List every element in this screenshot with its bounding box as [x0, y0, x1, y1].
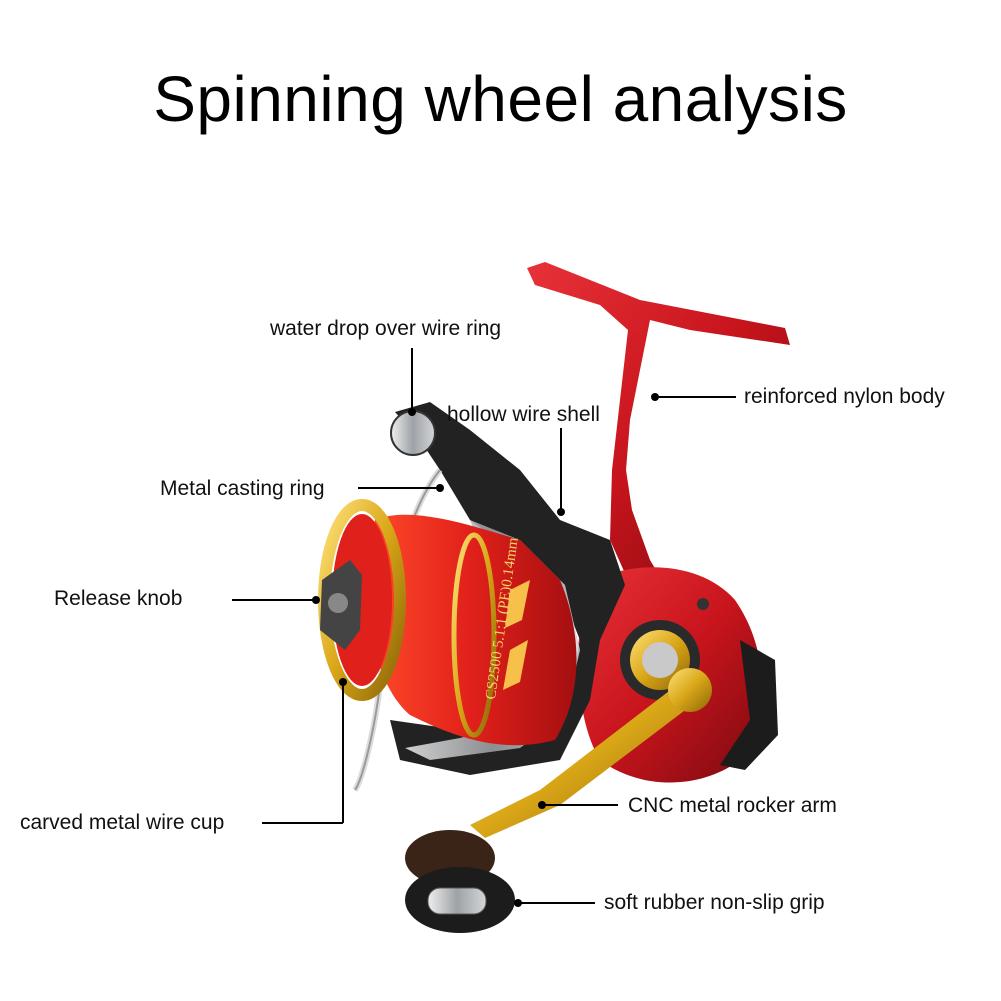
- label-rubber-grip: soft rubber non-slip grip: [604, 891, 825, 914]
- body-rear-dark: [720, 640, 778, 770]
- side-cap-center: [642, 642, 678, 678]
- spool-cutout-1: [505, 580, 530, 628]
- page-title: Spinning wheel analysis: [153, 63, 848, 135]
- body-screw: [697, 598, 709, 610]
- handle-arm: [470, 675, 705, 838]
- handle-joint: [668, 668, 712, 712]
- label-water-drop: water drop over wire ring: [270, 317, 502, 340]
- grip-cap: [427, 887, 487, 915]
- spool-cutout-2: [503, 640, 528, 690]
- line-roller: [390, 410, 436, 456]
- spool: [367, 514, 577, 746]
- label-metal-casting-ring: Metal casting ring: [160, 477, 325, 500]
- label-rocker-arm: CNC metal rocker arm: [628, 794, 837, 817]
- leader-dots: [312, 393, 659, 907]
- spool-lip: [451, 532, 497, 738]
- label-hollow-wire-shell: hollow wire shell: [447, 403, 600, 426]
- label-carved-cup: carved metal wire cup: [20, 811, 225, 834]
- label-reinforced-body: reinforced nylon body: [744, 385, 945, 408]
- leader-lines: [232, 348, 736, 904]
- label-release-knob: Release knob: [54, 587, 183, 610]
- rotor-arm: [390, 402, 625, 775]
